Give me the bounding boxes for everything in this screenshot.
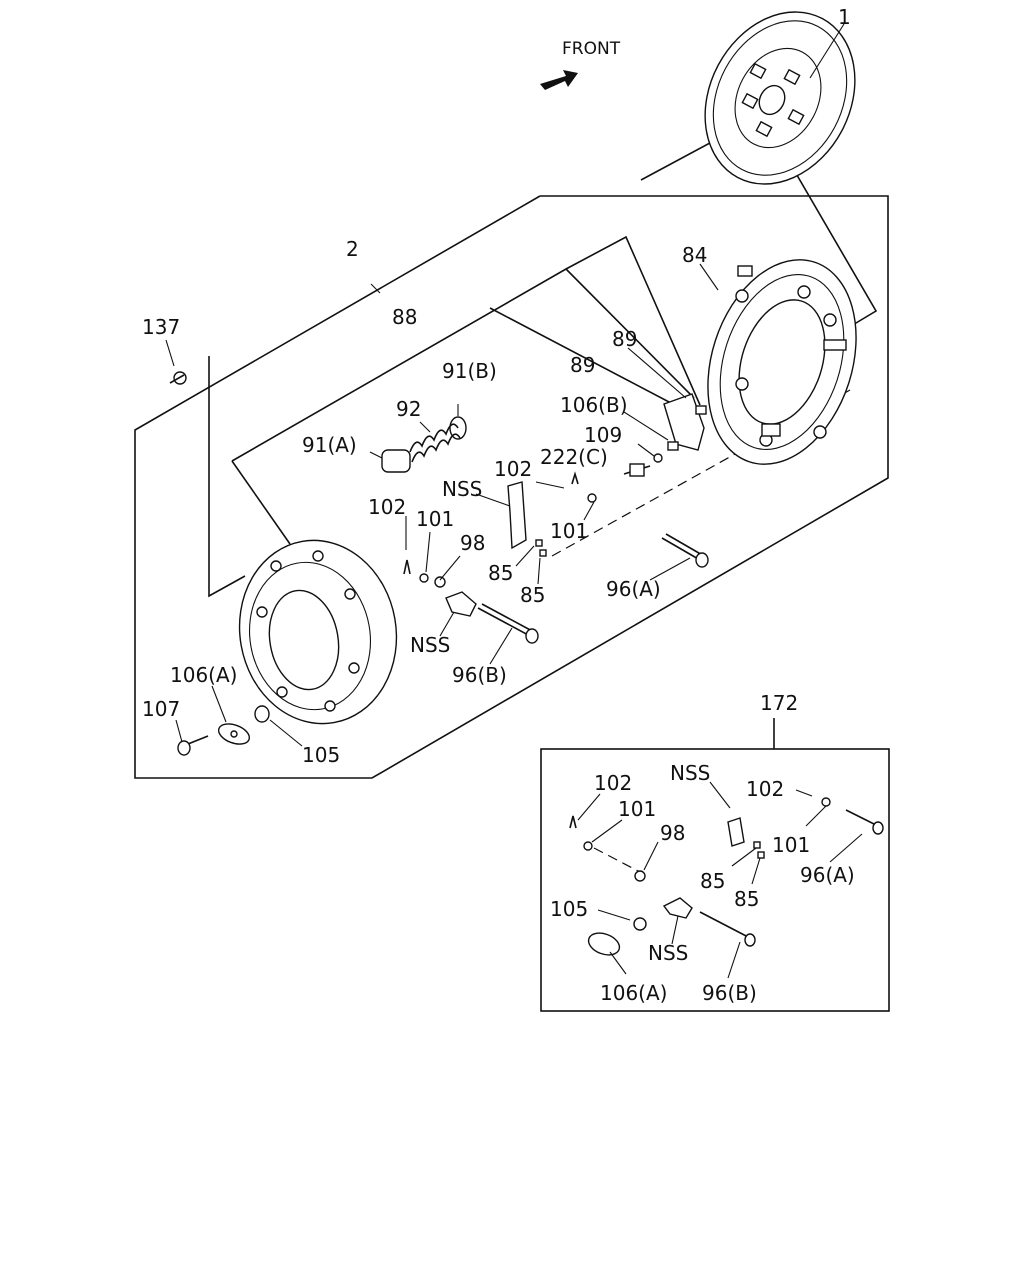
part-label: 107 [142,697,180,721]
front-arrow [540,70,578,90]
part-label: 101 [618,797,656,821]
part-label: 96(B) [702,981,757,1005]
kit-parts [569,797,884,956]
part-label: 172 [760,691,798,715]
lever-plate [653,393,707,463]
part-label: 102 [746,777,784,801]
bolt-222c [623,463,651,477]
part-label: 105 [550,897,588,921]
cylinder-housing [238,539,398,725]
part-label: 84 [682,243,707,267]
part-label: 91(B) [442,359,497,383]
part-label: 88 [392,305,417,329]
main-labels: 1 2 84 88 89 89 137 91(B) 92 91(A) 106(B… [142,5,851,767]
part-label: 137 [142,315,180,339]
part-label: 109 [584,423,622,447]
part-label: 85 [488,561,513,585]
bottom-left-parts [177,705,270,756]
part-label: 85 [700,869,725,893]
part-label: 106(A) [600,981,667,1005]
pressure-plate [707,259,857,465]
center-line [551,389,851,557]
part-label: 89 [570,353,595,377]
part-label: 102 [594,771,632,795]
part-label: 2 [346,237,359,261]
part-label: 101 [416,507,454,531]
part-label: 85 [520,583,545,607]
part-label: 1 [838,5,851,29]
bolt-96b [477,603,539,644]
part-label: 106(A) [170,663,237,687]
part-label: NSS [410,633,450,657]
part-label: 92 [396,397,421,421]
part-label: 101 [772,833,810,857]
clutch-disc [704,11,856,185]
kit-labels: 172 102 NSS 102 101 98 101 85 96(A) 85 1… [550,691,855,1005]
pivot [445,591,477,617]
part-label: 222(C) [540,445,608,469]
part-label: 98 [460,531,485,555]
piston-spring [381,416,467,473]
part-label: 96(A) [606,577,661,601]
part-label: 98 [660,821,685,845]
part-label: 105 [302,743,340,767]
kit-box [540,748,890,1012]
bracket-lines [208,113,878,598]
part-label: 106(B) [560,393,628,417]
part-label: 102 [494,457,532,481]
bolt-96a [661,533,709,568]
part-label: 96(A) [800,863,855,887]
small-fasteners [169,371,597,588]
part-label: NSS [648,941,688,965]
part-label: 102 [368,495,406,519]
part-label: 85 [734,887,759,911]
assembly-frame [134,195,889,779]
leader-lines [165,23,863,979]
front-label: FRONT [562,39,621,59]
part-label: NSS [670,761,710,785]
part-label: 101 [550,519,588,543]
part-label: 91(A) [302,433,357,457]
release-fork [507,481,527,550]
part-label: NSS [442,477,482,501]
part-label: 89 [612,327,637,351]
part-label: 96(B) [452,663,507,687]
